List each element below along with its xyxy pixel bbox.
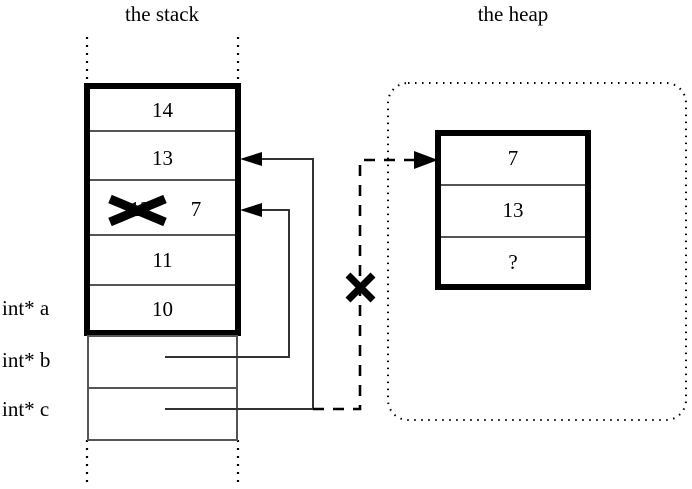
heap-block bbox=[435, 130, 591, 290]
struck-value-x-mark bbox=[108, 194, 167, 227]
pointer-c-old-arrowhead bbox=[240, 152, 262, 166]
pointer-c-old-arrow bbox=[165, 158, 314, 410]
heap-cell-value-0: 7 bbox=[507, 146, 519, 170]
stack-cell-value-1: 13 bbox=[152, 146, 173, 170]
broken-heap-pointer bbox=[313, 158, 420, 411]
heap-cell-value-2: ? bbox=[508, 250, 518, 274]
pointer-label-b: int* b bbox=[2, 348, 51, 372]
pointer-label-a: int* a bbox=[2, 296, 50, 320]
pointer-b-arrow bbox=[165, 209, 290, 358]
stack-dotted-top-guides bbox=[85, 37, 240, 86]
heap-cell-value-1: 13 bbox=[502, 198, 524, 222]
broken-link-x-mark bbox=[345, 272, 376, 303]
pointer-b-arrowhead bbox=[240, 203, 262, 217]
stack-cell-value-2: 7 bbox=[190, 197, 202, 221]
stack-cell-value-0: 14 bbox=[152, 98, 173, 122]
stack-active-frame bbox=[84, 83, 241, 336]
stack-cell-value-3: 11 bbox=[152, 248, 173, 272]
stack-cell-value-4: 10 bbox=[152, 297, 173, 321]
stack-dotted-bottom-guides bbox=[85, 440, 240, 488]
stack-cell-struck-value-2: 12 bbox=[129, 197, 151, 221]
stack-title: the stack bbox=[124, 2, 200, 26]
pointer-label-c: int* c bbox=[2, 397, 50, 421]
stack-pointer-cells bbox=[87, 335, 238, 441]
heap-title: the heap bbox=[477, 2, 549, 26]
broken-heap-pointer-arrowhead bbox=[414, 151, 438, 169]
